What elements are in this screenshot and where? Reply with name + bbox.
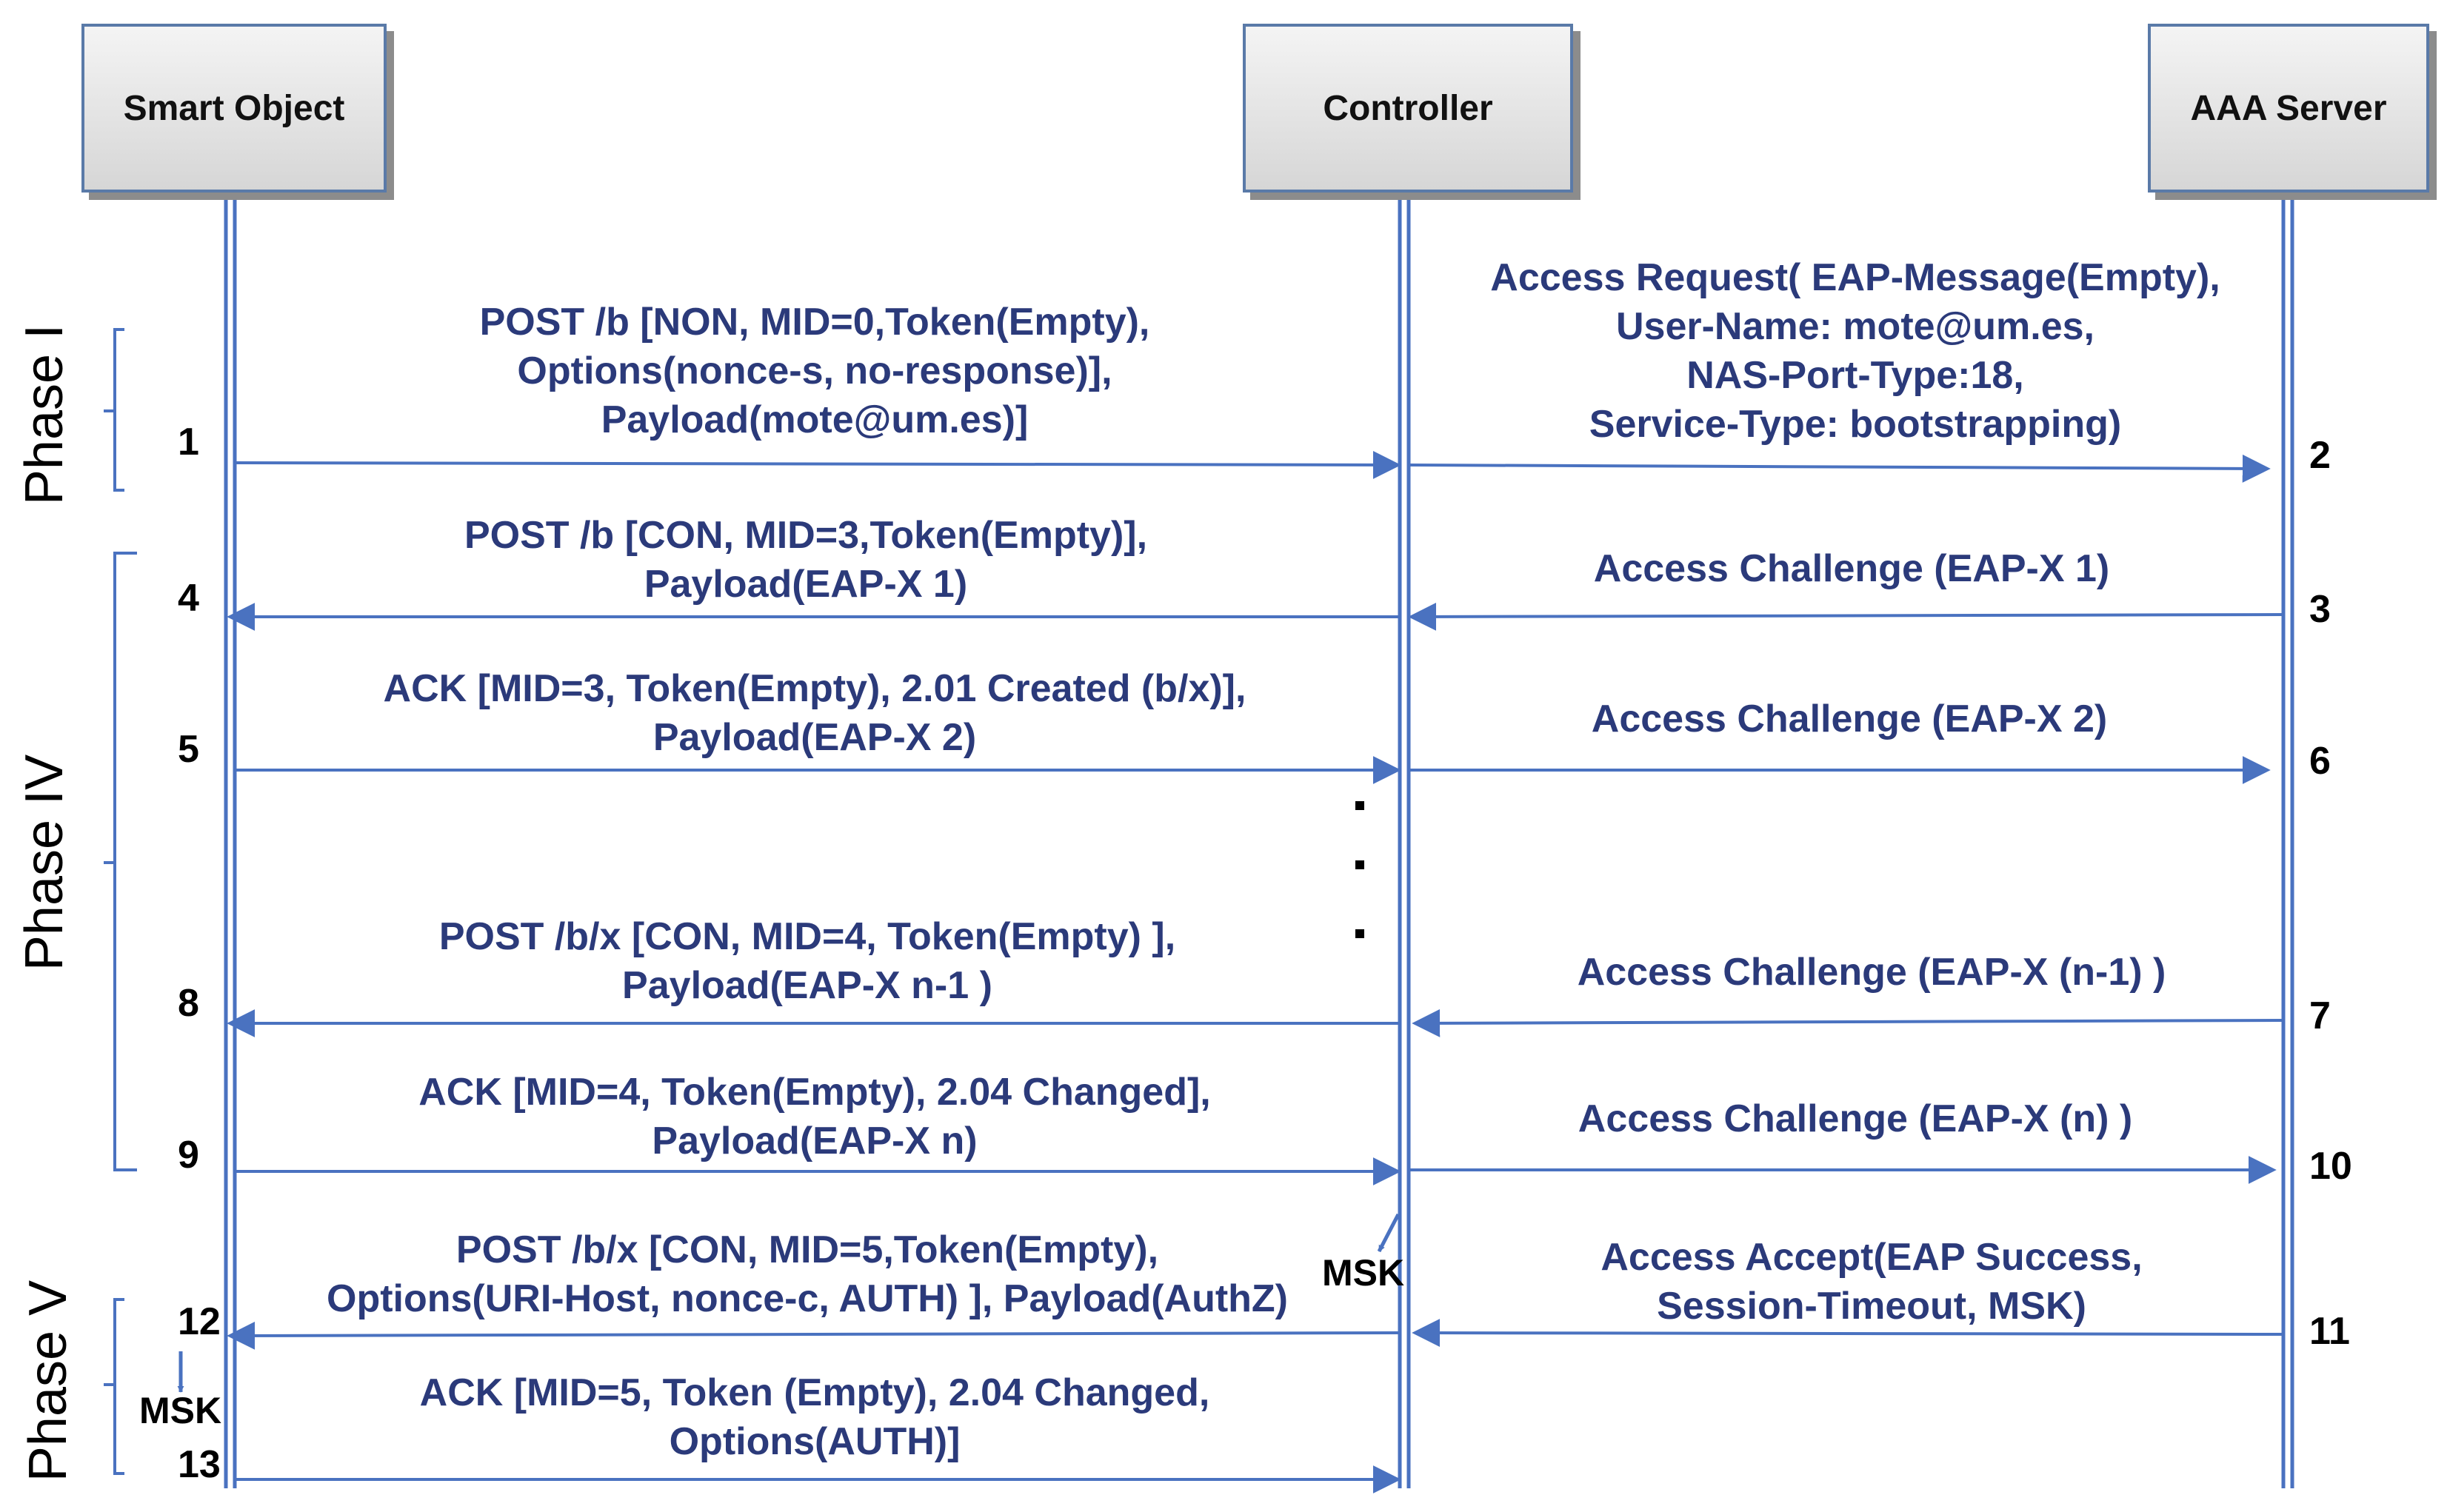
message-12: POST /b/x [CON, MID=5,Token(Empty), Opti… [327,1228,1288,1320]
arrow-3 [1408,602,2284,631]
message-5: ACK [MID=3, Token(Empty), 2.01 Created (… [383,667,1246,759]
step-number-7: 7 [2309,994,2331,1037]
msk-label-controller: MSK [1322,1252,1405,1294]
msk-label-smart-object: MSK [139,1390,222,1431]
actor-label: Smart Object [123,88,345,128]
message-7: Access Challenge (EAP-X (n-1) ) [1577,951,2166,994]
step-number-4: 4 [178,577,199,620]
step-number-8: 8 [178,982,199,1025]
phase-label-5: Phase V [19,1279,78,1482]
step-number-3: 3 [2309,588,2331,631]
ellipsis-dot [1355,929,1364,938]
message-2: Access Request( EAP-Message(Empty), User… [1490,256,2220,446]
actor-controller: Controller [1243,24,1573,193]
message-10: Access Challenge (EAP-X (n) ) [1578,1097,2133,1140]
ellipsis-dot [1355,860,1364,869]
actor-label: AAA Server [2190,88,2387,128]
message-13: ACK [MID=5, Token (Empty), 2.04 Changed,… [419,1371,1210,1463]
actor-label: Controller [1323,88,1493,128]
arrow-12 [227,1321,1401,1350]
step-number-9: 9 [178,1134,199,1177]
actor-smart-object: Smart Object [81,24,387,193]
phase-label-4: Phase IV [15,754,74,971]
message-8: POST /b/x [CON, MID=4, Token(Empty) ], P… [438,915,1176,1007]
step-number-11: 11 [2309,1310,2350,1353]
step-number-5: 5 [178,728,199,771]
message-11: Access Accept(EAP Success, Session-Timeo… [1600,1236,2143,1328]
arrow-1 [234,450,1401,479]
message-9: ACK [MID=4, Token(Empty), 2.04 Changed],… [418,1071,1211,1163]
step-number-1: 1 [178,421,199,464]
arrow-2 [1408,454,2271,483]
step-number-6: 6 [2309,740,2331,783]
message-4: POST /b [CON, MID=3,Token(Empty)], Paylo… [464,514,1148,606]
message-3: Access Challenge (EAP-X 1) [1593,547,2110,590]
msk-arrow-controller [1377,1213,1401,1253]
message-6: Access Challenge (EAP-X 2) [1591,698,2108,740]
lifeline-aaa-server [2281,194,2294,1488]
arrow-11 [1412,1319,2284,1348]
actor-aaa-server: AAA Server [2148,24,2429,193]
arrow-7 [1412,1008,2284,1037]
phase-brace-5 [104,1298,124,1475]
lifeline-controller [1398,194,1411,1488]
step-number-10: 10 [2309,1145,2352,1188]
step-number-2: 2 [2309,434,2331,477]
phase-brace-4 [104,552,137,1171]
message-1: POST /b [NON, MID=0,Token(Empty), Option… [479,301,1150,441]
ellipsis-dot [1355,801,1364,810]
lifeline-smart-object [224,194,237,1488]
step-number-13: 13 [178,1443,221,1486]
step-number-12: 12 [178,1300,221,1343]
phase-label-1: Phase I [15,324,74,506]
phase-brace-1 [104,328,124,492]
